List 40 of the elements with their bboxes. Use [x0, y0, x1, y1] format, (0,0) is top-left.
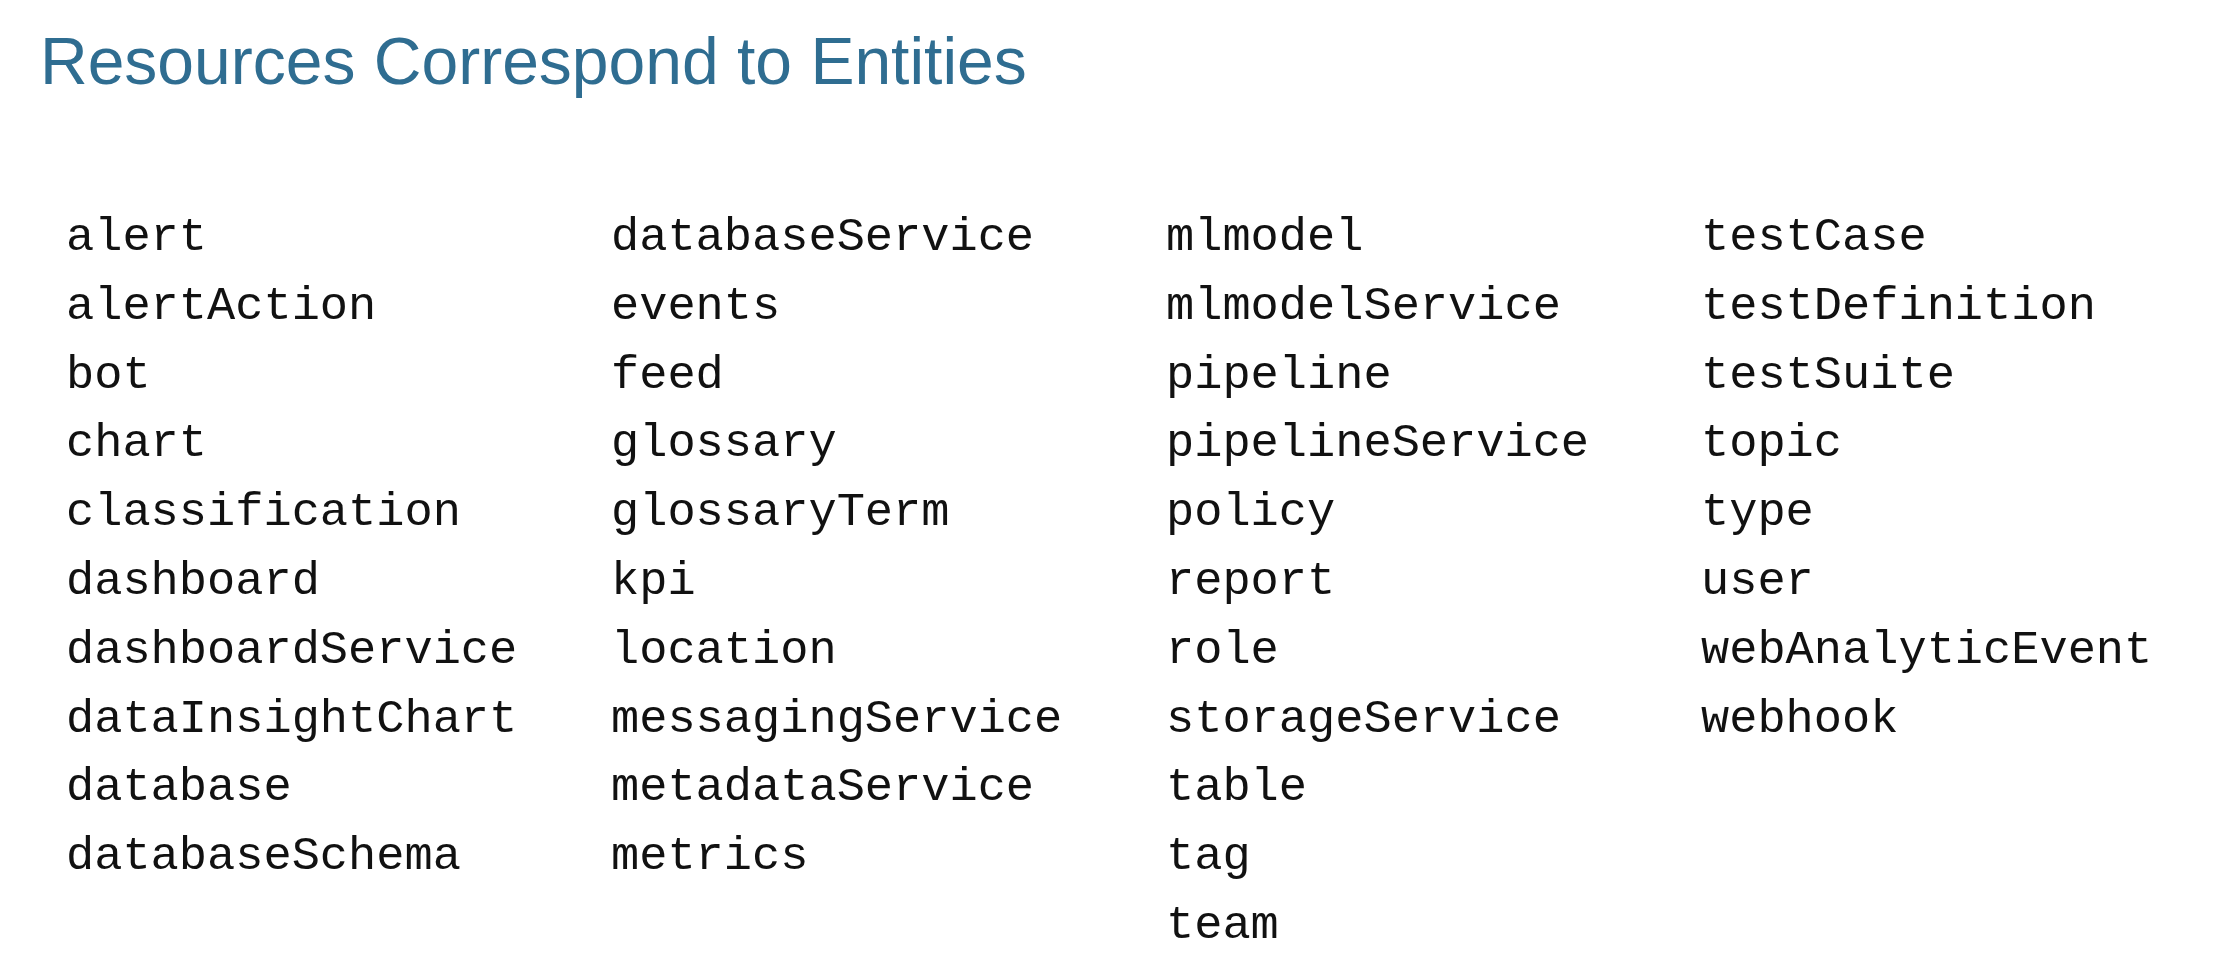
entity-name: user: [1701, 554, 1814, 610]
entity-name: alertAction: [66, 278, 377, 335]
entity-name: table: [1166, 760, 1308, 817]
entity-name: testDefinition: [1701, 278, 2096, 335]
entity-name: mlmodelService: [1166, 278, 1561, 335]
entity-name: glossaryTerm: [611, 485, 950, 542]
entity-name: testSuite: [1701, 347, 1955, 404]
entity-name: policy: [1166, 485, 1336, 542]
entity-name: classification: [66, 485, 461, 542]
entity-name: pipeline: [1166, 347, 1392, 404]
entity-name: metrics: [611, 829, 809, 886]
entity-name: feed: [611, 347, 724, 404]
entity-name: type: [1701, 485, 1814, 542]
entity-name: storageService: [1166, 691, 1561, 748]
entity-name: dataInsightChart: [66, 691, 518, 748]
entity-name: databaseService: [611, 210, 1035, 266]
entity-name: bot: [66, 347, 151, 404]
entity-name: events: [611, 278, 781, 335]
entity-name: report: [1166, 554, 1336, 610]
entity-name: dashboard: [66, 554, 320, 610]
entity-name: location: [611, 622, 837, 679]
entity-name: glossary: [611, 416, 837, 473]
entity-name: webhook: [1701, 691, 1899, 748]
entity-name: chart: [66, 416, 208, 473]
entity-name: pipelineService: [1166, 416, 1590, 473]
entity-name: testCase: [1701, 210, 1927, 266]
entity-name: alert: [66, 210, 208, 266]
entity-name: tag: [1166, 829, 1251, 886]
entity-name: dashboardService: [66, 622, 518, 679]
entity-name: webAnalyticEvent: [1701, 622, 2153, 679]
entity-name: topic: [1701, 416, 1843, 473]
entity-name: kpi: [611, 554, 696, 610]
entity-name: messagingService: [611, 691, 1063, 748]
entity-name: role: [1166, 622, 1279, 679]
entity-name: team: [1166, 897, 1279, 954]
entity-name: database: [66, 760, 292, 817]
page-title: Resources Correspond to Entities: [40, 23, 1027, 100]
entity-name: databaseSchema: [66, 829, 461, 886]
entity-name: mlmodel: [1166, 210, 1364, 266]
entity-name: metadataService: [611, 760, 1035, 817]
